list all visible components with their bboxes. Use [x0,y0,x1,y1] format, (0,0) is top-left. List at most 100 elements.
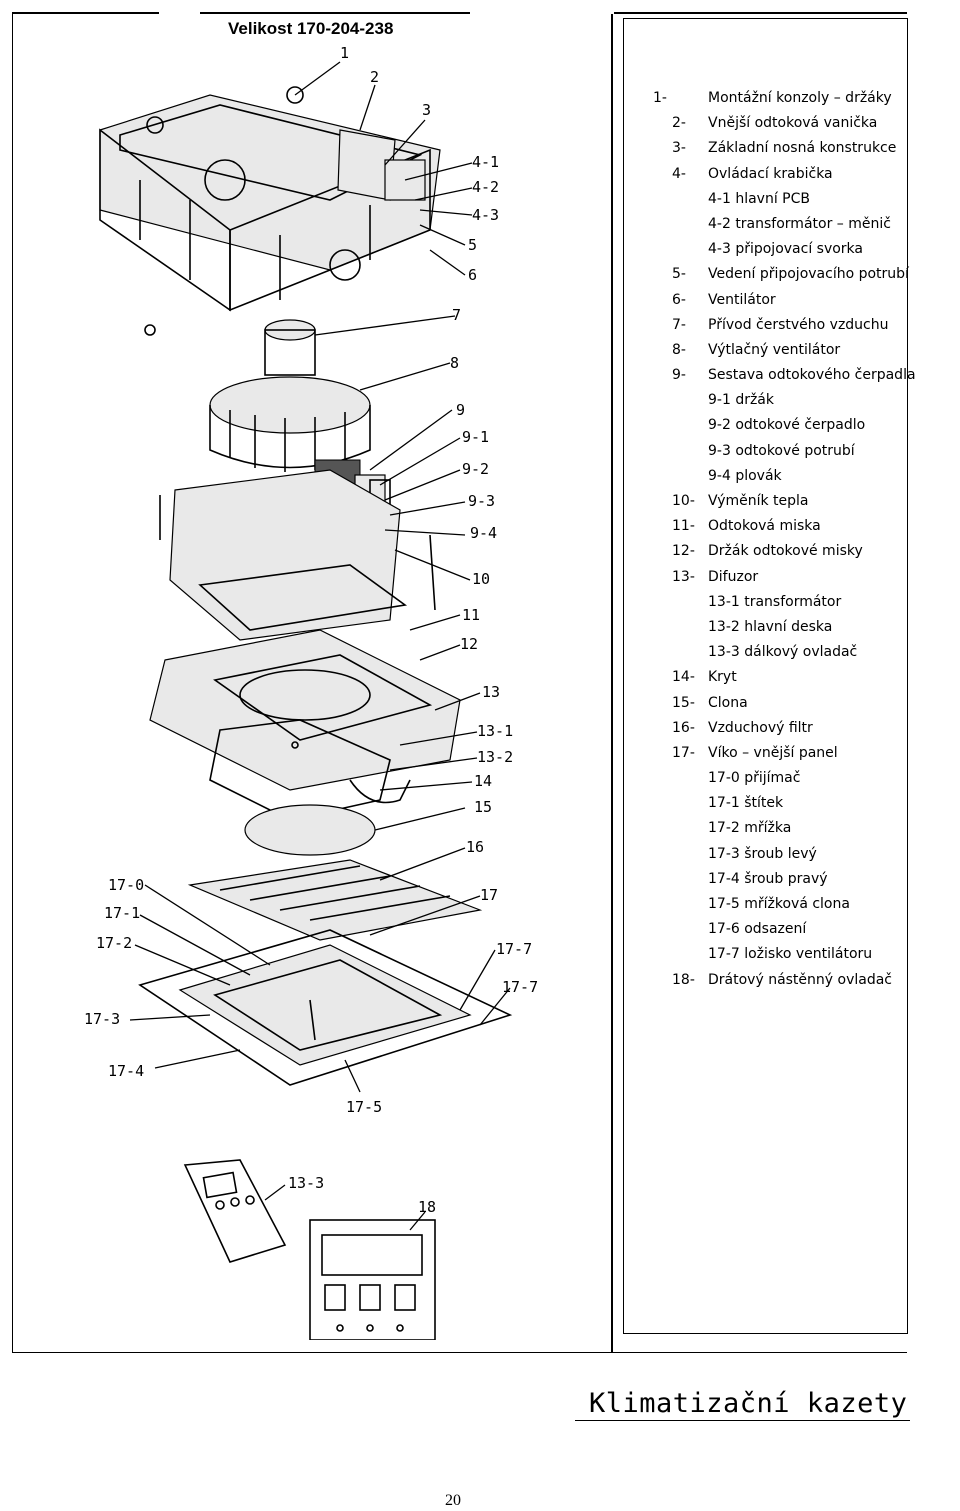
callout-7: 7 [452,306,461,324]
fresh-air-inlet-part [264,319,316,376]
legend-text: 17-7 ložisko ventilátoru [708,946,873,963]
callout-9-3: 9-3 [468,492,495,510]
legend-text: Kryt [708,669,737,686]
legend-number: 4- [672,165,686,182]
callout-5: 5 [468,236,477,254]
legend-number: 8- [672,341,686,358]
callout-12: 12 [460,635,478,653]
legend-text: Ovládací krabička [708,165,833,182]
legend-number: 13- [672,568,695,585]
legend-text: 17-5 mřížková clona [708,896,850,912]
callout-1: 1 [340,44,349,62]
callout-14: 14 [474,772,492,790]
exploded-view-diagram: 1 2 3 4-1 4-2 4-3 5 6 7 8 9 9-1 9-2 9-3 … [84,44,538,1340]
callout-8: 8 [450,354,459,372]
legend-number: 14- [672,669,695,686]
blower-fan-part [209,376,371,472]
callout-4-2: 4-2 [472,178,499,196]
legend-text: Montážní konzoly – držáky [708,90,892,106]
leader-lines [129,61,511,1231]
legend-text: 13-2 hlavní deska [708,618,833,635]
wired-controller-part [309,1219,436,1340]
outer-panel-part [138,929,513,1086]
callout-15: 15 [474,798,492,816]
legend-text: Vedení připojovacího potrubí [708,266,909,283]
legend-text: 13-1 transformátor [708,593,842,610]
callout-17-3: 17-3 [84,1010,120,1028]
legend-text: Výměník tepla [708,493,809,509]
top-rule-right [614,12,907,14]
callout-9: 9 [456,401,465,419]
legend-text: 17-4 šroub pravý [708,870,828,887]
diffuser-part [209,719,411,821]
legend-number: 16- [672,719,695,736]
callout-9-2: 9-2 [462,460,489,478]
legend-number: 18- [672,971,695,988]
legend-text: Drátový nástěnný ovladač [708,971,893,988]
legend-number: 17- [672,744,695,761]
page-number: 20 [445,1492,461,1509]
callout-13-2: 13-2 [477,748,513,766]
legend-number: 9- [672,367,686,384]
callout-18: 18 [418,1198,436,1216]
top-rule-middle [200,12,470,14]
size-label: Velikost 170-204-238 [228,19,394,38]
legend-text: Difuzor [708,568,759,585]
legend-box [623,18,908,1334]
remote-controller-part [183,1159,287,1263]
legend-number: 11- [672,518,695,535]
callout-3: 3 [422,101,431,119]
frame-divider [611,14,613,1353]
legend-text: 13-3 dálkový ovladač [708,644,858,661]
callout-17-1: 17-1 [104,904,140,922]
legend-text: Držák odtokové misky [708,543,863,560]
legend-number: 1- [653,90,667,106]
callout-17-5: 17-5 [346,1098,382,1116]
legend-text: 17-6 odsazení [708,921,807,938]
legend-text: 9-2 odtokové čerpadlo [708,417,866,434]
callout-9-4: 9-4 [470,524,497,542]
callout-17-4: 17-4 [108,1062,144,1080]
baffle-disk-part [244,804,376,856]
legend-text: 4-2 transformátor – měnič [708,215,891,232]
air-filter-part [187,859,483,941]
legend-text: Sestava odtokového čerpadla [708,367,916,384]
legend-text: 9-1 držák [708,392,774,409]
drain-pan-part [149,629,461,791]
legend-text: Ventilátor [708,291,776,308]
callout-11: 11 [462,606,480,624]
legend-number: 15- [672,694,695,711]
callout-6: 6 [468,266,477,284]
callout-17: 17 [480,886,498,904]
legend-number: 6- [672,291,686,308]
legend-number: 12- [672,543,695,560]
callout-17-7b: 17-7 [502,978,538,996]
callout-9-1: 9-1 [462,428,489,446]
legend-text: Clona [708,694,748,711]
legend-text: 17-3 šroub levý [708,845,817,862]
legend-text: Vnější odtoková vanička [708,115,878,132]
legend-text: Základní nosná konstrukce [708,140,897,157]
legend-number: 3- [672,140,686,157]
legend-number: 2- [672,115,686,132]
heat-exchanger-part [159,469,436,641]
legend-text: 17-1 štítek [708,795,784,812]
diagram-frame [12,14,907,1353]
callout-17-2: 17-2 [96,934,132,952]
callout-4-1: 4-1 [472,153,499,171]
legend-text: 9-4 plovák [708,467,782,484]
callout-17-0: 17-0 [108,876,144,894]
callout-4-3: 4-3 [472,206,499,224]
legend-text: Přívod čerstvého vzduchu [708,316,889,333]
legend-text: 17-2 mřížka [708,820,792,837]
callout-2: 2 [370,68,379,86]
legend-number: 10- [672,493,695,509]
chassis-frame-part [99,86,441,336]
legend-number: 7- [672,316,686,333]
legend-text: Odtoková miska [708,518,821,535]
callout-13: 13 [482,683,500,701]
legend-text: Výtlačný ventilátor [708,341,841,358]
legend-text: 4-1 hlavní PCB [708,190,810,207]
callout-13-1: 13-1 [477,722,513,740]
legend-text: 9-3 odtokové potrubí [708,442,855,459]
